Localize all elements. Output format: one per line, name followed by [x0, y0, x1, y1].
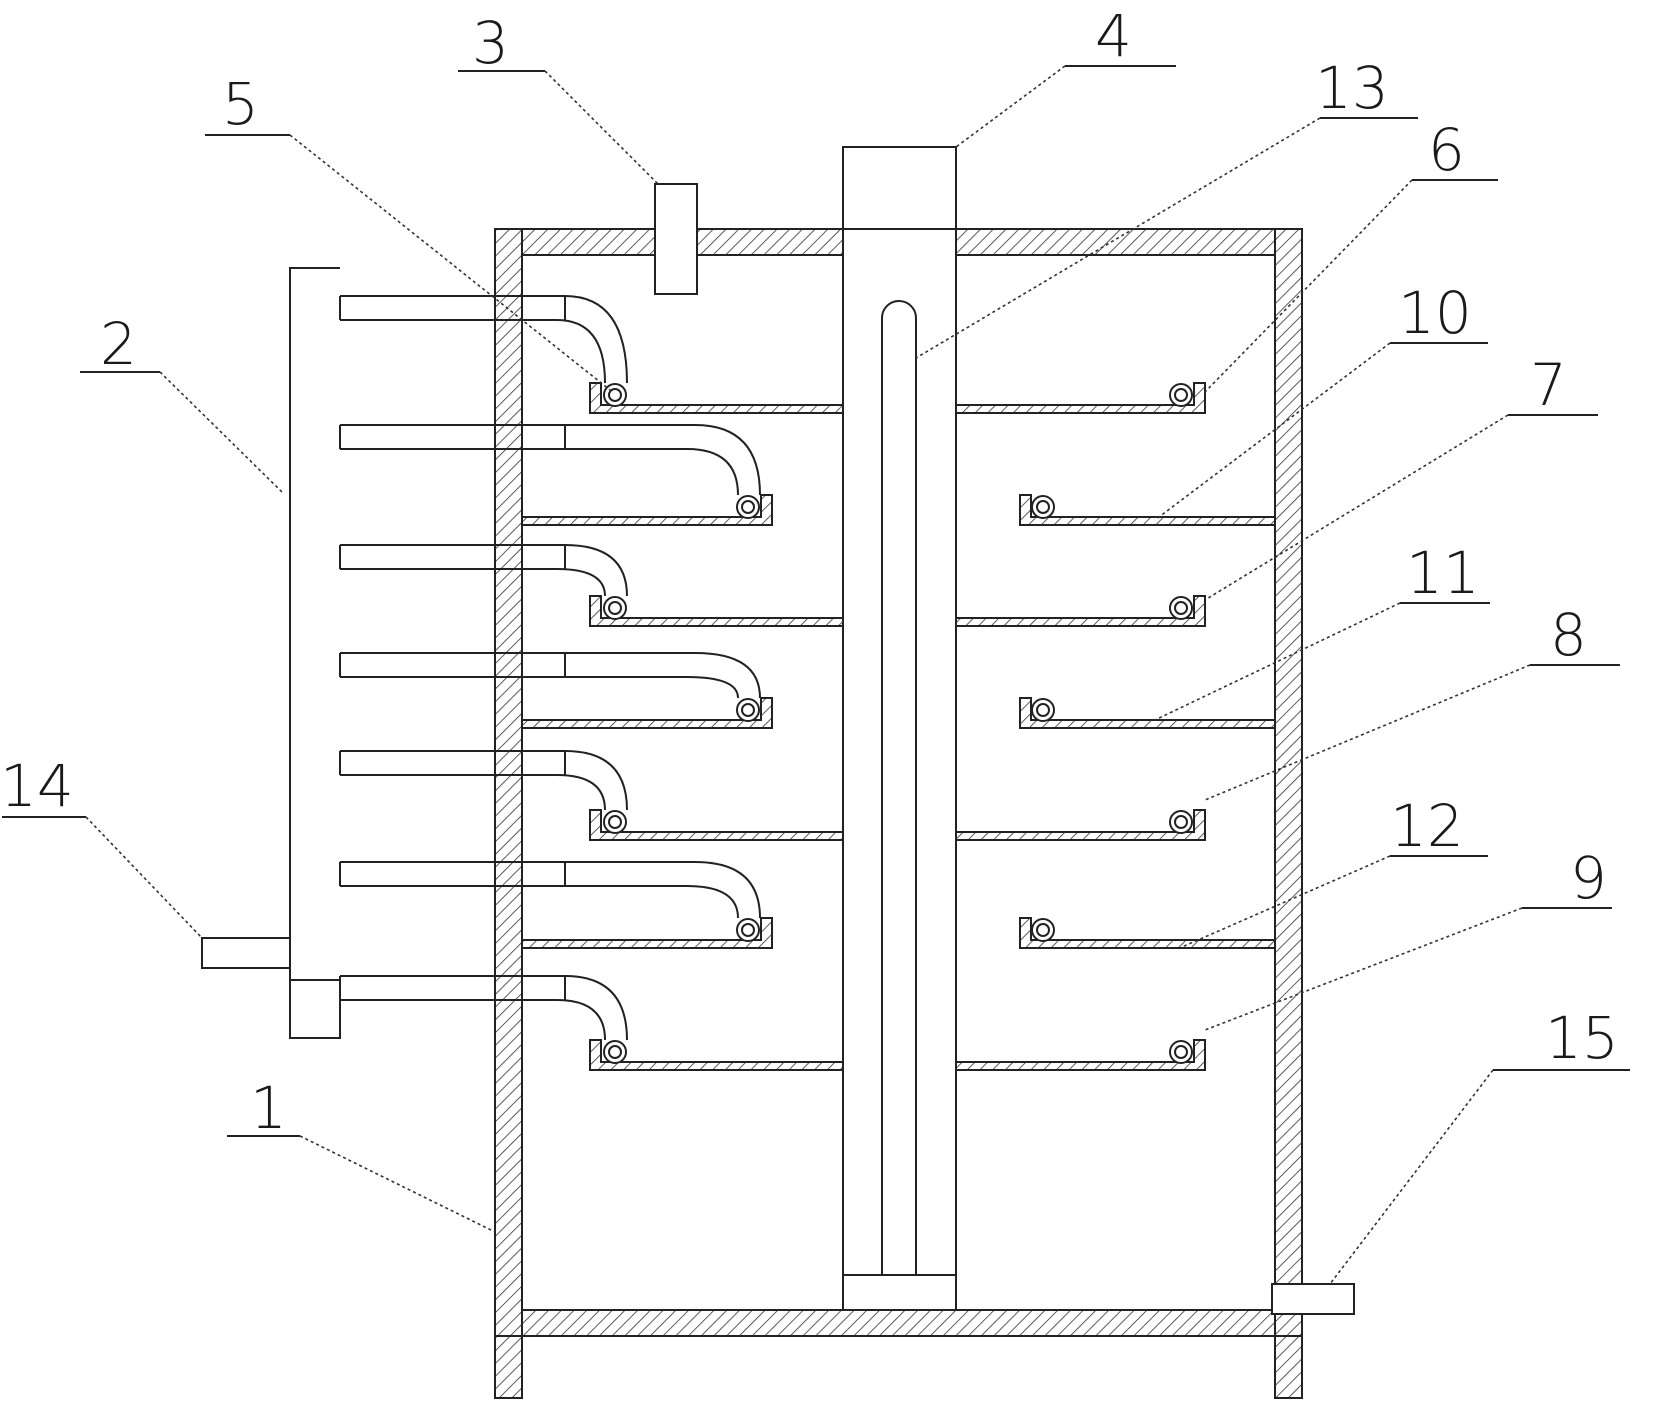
branch-elbow-outer [564, 295, 628, 384]
left-manifold [201, 267, 341, 1039]
outlet-pipe [1271, 1283, 1355, 1315]
branch-elbow-inner [686, 885, 739, 919]
wall-tray-right [1019, 494, 1276, 526]
tank-right-leg [1274, 1335, 1303, 1399]
label-2: 2 [100, 310, 137, 378]
branch-elbow-inner [556, 319, 606, 384]
label-3: 3 [472, 9, 509, 77]
nozzle-ring-inner [608, 388, 622, 402]
nozzle-ring-inner [741, 703, 755, 717]
label-15: 15 [1545, 1004, 1619, 1072]
label-11: 11 [1406, 539, 1480, 607]
label-4: 4 [1095, 2, 1132, 70]
branch-pipes [339, 295, 761, 1041]
tank-left-leg [494, 1335, 523, 1399]
wall-tray-left [521, 494, 773, 526]
nozzle-ring-inner [741, 500, 755, 514]
shaft-tray-left [589, 1039, 844, 1071]
nozzle-ring-inner [1036, 500, 1050, 514]
tank-bottom-wall [494, 1309, 1303, 1337]
branch-elbow-outer [694, 861, 761, 919]
label-10: 10 [1398, 279, 1472, 347]
manifold-outline [201, 267, 341, 1039]
shaft-tray-left [589, 382, 844, 414]
tank-right-wall [1274, 228, 1303, 1337]
nozzle-ring-inner [1036, 923, 1050, 937]
nozzle-ring-inner [1174, 601, 1188, 615]
label-1: 1 [250, 1074, 287, 1142]
shaft-tray-right [955, 1039, 1206, 1071]
nozzle-ring-inner [608, 815, 622, 829]
shaft-tray-right [955, 809, 1206, 841]
shaft-base-block [842, 1274, 957, 1311]
nozzle-ring-inner [608, 1045, 622, 1059]
tray-stack [521, 382, 1276, 1071]
nozzle-ring-inner [741, 923, 755, 937]
top-inlet-port [654, 183, 698, 295]
label-14: 14 [0, 752, 74, 820]
nozzle-ring-inner [1036, 703, 1050, 717]
label-9: 9 [1570, 844, 1607, 912]
shaft-tray-left [589, 595, 844, 627]
label-7: 7 [1530, 351, 1567, 419]
label-5: 5 [222, 70, 259, 138]
label-6: 6 [1428, 116, 1465, 184]
branch-elbow-outer [694, 424, 761, 496]
wall-tray-left [521, 697, 773, 729]
tank-body [494, 228, 1303, 1399]
branch-elbow-outer [564, 544, 628, 597]
label-13: 13 [1315, 54, 1389, 122]
wall-tray-right [1019, 917, 1276, 949]
shaft-tray-left [589, 809, 844, 841]
motor-block [842, 146, 957, 230]
tank-left-wall [494, 228, 523, 1337]
nozzle-ring-inner [1174, 1045, 1188, 1059]
branch-elbow-outer [564, 975, 628, 1041]
central-column [842, 146, 957, 1311]
nozzle-ring-inner [608, 601, 622, 615]
branch-elbow-inner [686, 676, 739, 699]
nozzle-ring-inner [1174, 815, 1188, 829]
nozzle-ring-inner [1174, 388, 1188, 402]
wall-tray-right [1019, 697, 1276, 729]
central-shaft-housing [842, 146, 957, 1311]
branch-elbow-inner [556, 568, 606, 597]
branch-elbow-inner [686, 448, 739, 496]
shaft-tray-right [955, 382, 1206, 414]
shaft-tray-right [955, 595, 1206, 627]
branch-elbow-outer [564, 750, 628, 811]
callouts: 1 2 3 4 5 13 6 10 7 11 [0, 2, 1630, 1285]
branch-elbow-inner [556, 774, 606, 811]
label-8: 8 [1550, 601, 1587, 669]
branch-elbow-inner [556, 999, 606, 1041]
branch-elbow-outer [694, 652, 761, 699]
inner-rotating-tube [881, 300, 917, 1275]
wall-tray-left [521, 917, 773, 949]
label-12: 12 [1390, 792, 1464, 860]
